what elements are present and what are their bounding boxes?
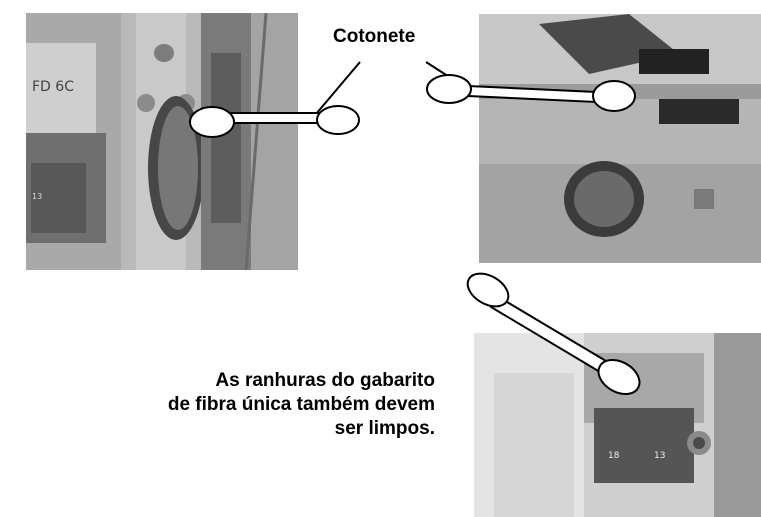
instruction-line-3: ser limpos.: [334, 418, 435, 439]
swab-label: Cotonete: [333, 26, 416, 47]
cotton-swab-3: [466, 272, 641, 396]
instruction-line-1: As ranhuras do gabarito: [215, 370, 435, 391]
cotton-swab-1: [189, 105, 360, 138]
photo-label-18: 18: [608, 451, 620, 461]
photo-top-right: [479, 14, 761, 263]
photo-label-fd6c: FD 6C: [32, 79, 74, 95]
photo-label-13: 13: [32, 192, 42, 201]
photo-label-13b: 13: [654, 451, 665, 461]
instruction-line-2: de fibra única também devem: [167, 394, 435, 415]
leader-line-left: [315, 61, 361, 115]
photo-top-left: FD 6C 13: [26, 13, 298, 270]
instruction-text: As ranhuras do gabarito de fibra única t…: [75, 369, 435, 441]
cotton-swab-2: [426, 74, 636, 112]
